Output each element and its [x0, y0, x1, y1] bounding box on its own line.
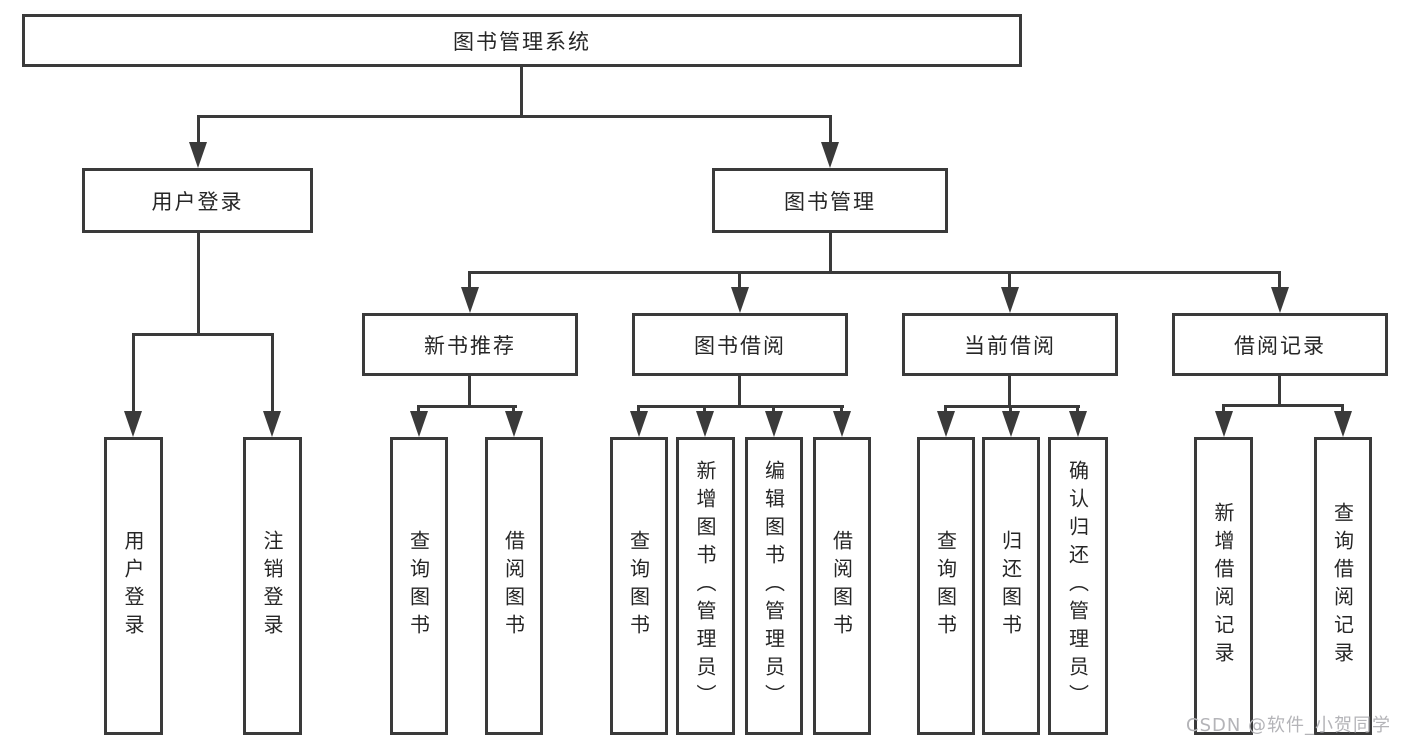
edge-arrowhead	[833, 411, 851, 437]
edge-arrowhead	[630, 411, 648, 437]
edge-arrowhead	[1069, 411, 1087, 437]
node-leaf-add-books-admin: 新增图书（管理员）	[676, 437, 735, 735]
node-leaf-query-books-borrowing: 查询图书	[610, 437, 668, 735]
edge-arrowhead	[263, 411, 281, 437]
node-book-management-system: 图书管理系统	[22, 14, 1022, 67]
edge-line	[197, 116, 200, 146]
edge-line	[197, 115, 832, 118]
edge-line	[468, 271, 471, 291]
node-book-borrowing: 图书借阅	[632, 313, 848, 376]
node-new-book-recommend: 新书推荐	[362, 313, 578, 376]
watermark-text: CSDN @软件_小贺同学	[1186, 715, 1392, 736]
edge-line	[417, 405, 420, 415]
edge-line	[944, 405, 1080, 408]
node-current-borrowing: 当前借阅	[902, 313, 1118, 376]
node-leaf-query-books-current: 查询图书	[917, 437, 975, 735]
edge-arrowhead	[1215, 411, 1233, 437]
edge-arrowhead	[731, 287, 749, 313]
edge-arrowhead	[1271, 287, 1289, 313]
edge-line	[840, 405, 843, 415]
edge-line	[1341, 404, 1344, 415]
edge-arrowhead	[461, 287, 479, 313]
edge-arrowhead	[765, 411, 783, 437]
node-leaf-return-books: 归还图书	[982, 437, 1040, 735]
edge-line	[512, 405, 515, 415]
edge-line	[1278, 375, 1281, 407]
edge-line	[829, 116, 832, 146]
edge-line	[1278, 271, 1281, 291]
node-leaf-confirm-return-admin: 确认归还（管理员）	[1048, 437, 1108, 735]
edge-line	[829, 232, 832, 274]
edge-line	[468, 271, 1281, 274]
node-book-management: 图书管理	[712, 168, 948, 233]
edge-arrowhead	[696, 411, 714, 437]
edge-line	[738, 375, 741, 408]
edge-line	[271, 333, 274, 413]
node-leaf-user-login: 用户登录	[104, 437, 163, 735]
edge-line	[1009, 405, 1012, 415]
node-leaf-edit-books-admin: 编辑图书（管理员）	[745, 437, 803, 735]
edge-line	[637, 405, 640, 415]
edge-arrowhead	[124, 411, 142, 437]
edge-line	[417, 405, 517, 408]
edge-line	[132, 333, 274, 336]
node-leaf-borrow-books-recommend: 借阅图书	[485, 437, 543, 735]
edge-line	[738, 271, 741, 291]
edge-arrowhead	[937, 411, 955, 437]
edge-arrowhead	[1002, 411, 1020, 437]
edge-line	[944, 405, 947, 415]
edge-arrowhead	[189, 142, 207, 168]
edge-arrowhead	[1001, 287, 1019, 313]
node-leaf-add-borrow-record: 新增借阅记录	[1194, 437, 1253, 735]
edge-arrowhead	[1334, 411, 1352, 437]
edge-line	[197, 231, 200, 336]
edge-arrowhead	[505, 411, 523, 437]
edge-line	[520, 67, 523, 118]
edge-line	[1222, 404, 1225, 415]
edge-line	[637, 405, 844, 408]
edge-line	[1222, 404, 1344, 407]
edge-line	[132, 333, 135, 413]
node-user-login: 用户登录	[82, 168, 313, 233]
node-leaf-query-books-recommend: 查询图书	[390, 437, 448, 735]
edge-line	[1076, 405, 1079, 415]
edge-arrowhead	[410, 411, 428, 437]
edge-line	[468, 375, 471, 408]
edge-arrowhead	[821, 142, 839, 168]
edge-line	[772, 405, 775, 415]
node-leaf-query-borrow-record: 查询借阅记录	[1314, 437, 1372, 735]
edge-line	[1008, 374, 1011, 408]
node-leaf-logout: 注销登录	[243, 437, 302, 735]
node-leaf-borrow-books: 借阅图书	[813, 437, 871, 735]
edge-line	[703, 405, 706, 415]
node-borrowing-records: 借阅记录	[1172, 313, 1388, 376]
edge-line	[1008, 271, 1011, 291]
